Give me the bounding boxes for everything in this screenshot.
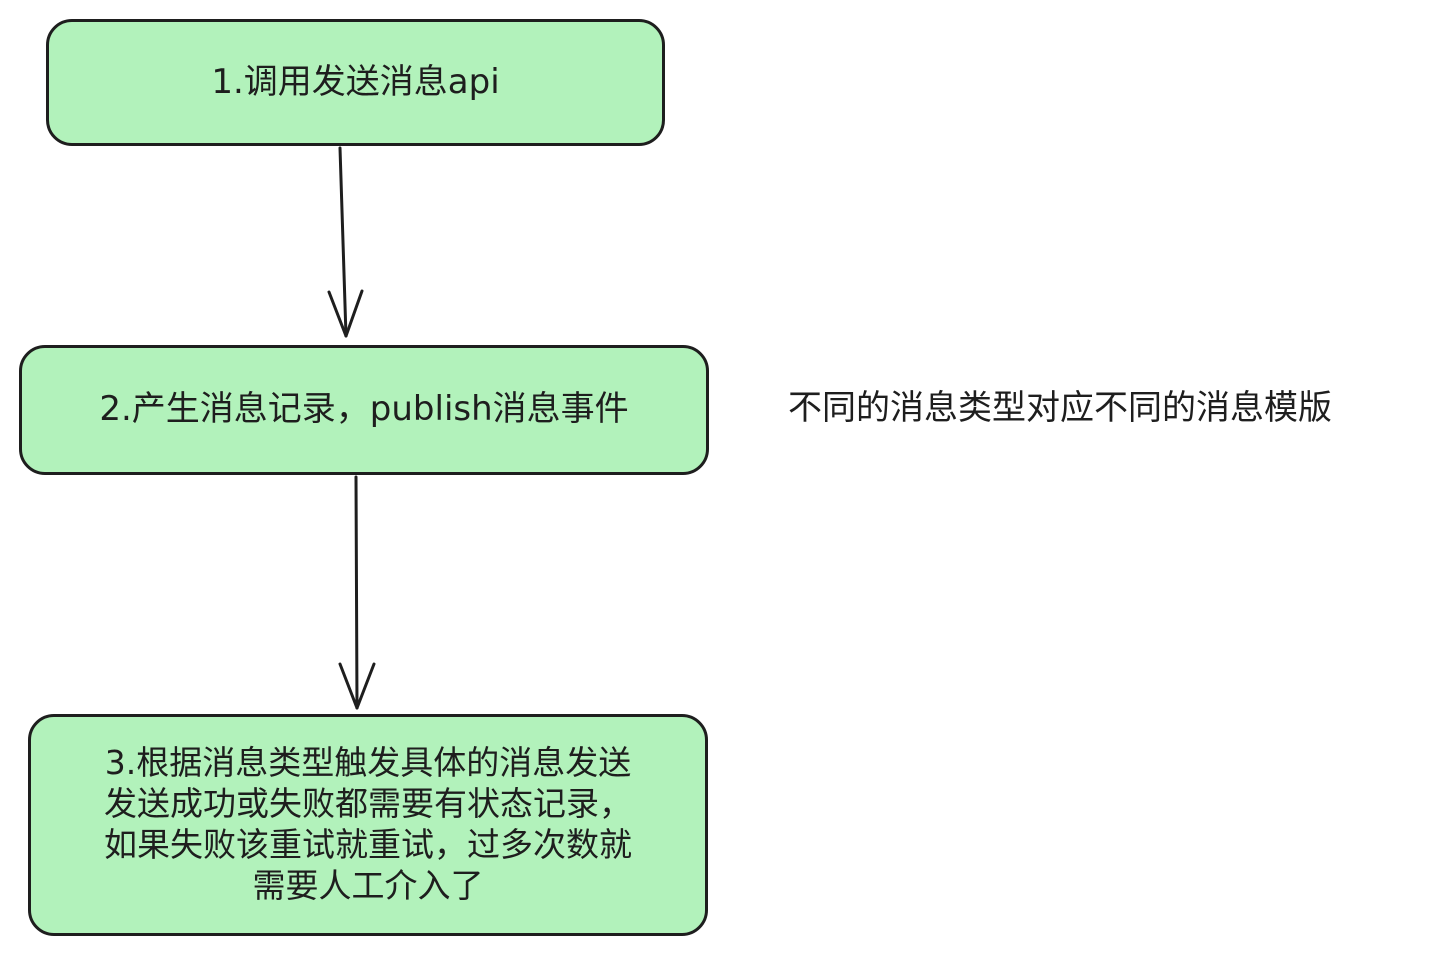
step-3-line-3: 如果失败该重试就重试，过多次数就 <box>104 825 632 864</box>
arrow-1-to-2-head <box>327 289 364 338</box>
step-1-label: 1.调用发送消息api <box>211 61 500 102</box>
step-1-node: 1.调用发送消息api <box>46 19 665 146</box>
arrow-2-to-3 <box>354 475 359 710</box>
step-3-node: 3.根据消息类型触发具体的消息发送 发送成功或失败都需要有状态记录， 如果失败该… <box>28 714 708 936</box>
arrow-2-to-3-head <box>338 662 376 710</box>
step-3-line-1: 3.根据消息类型触发具体的消息发送 <box>104 743 632 783</box>
step-2-node: 2.产生消息记录，publish消息事件 <box>19 345 709 475</box>
step-2-label: 2.产生消息记录，publish消息事件 <box>99 389 629 430</box>
step-3-label: 3.根据消息类型触发具体的消息发送 发送成功或失败都需要有状态记录， 如果失败该… <box>104 743 632 907</box>
step-3-line-4: 需要人工介入了 <box>252 865 484 905</box>
side-note: 不同的消息类型对应不同的消息模版 <box>788 388 1332 428</box>
step-3-line-2: 发送成功或失败都需要有状态记录， <box>104 784 632 824</box>
arrow-1-to-2 <box>338 146 348 338</box>
